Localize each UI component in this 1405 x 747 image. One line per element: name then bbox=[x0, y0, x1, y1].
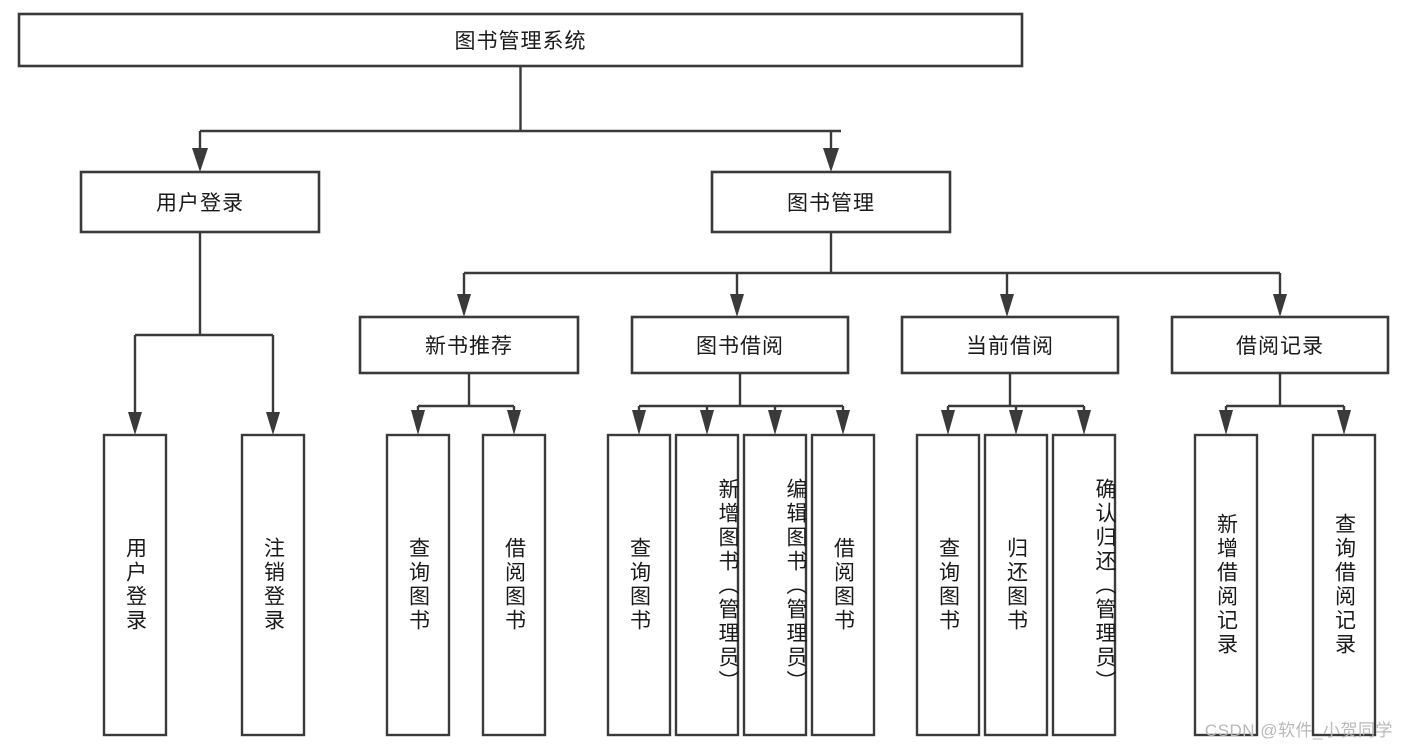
node-box-leaf-borrow-book-1[interactable] bbox=[481, 433, 547, 737]
node-box-leaf-user-login[interactable] bbox=[102, 433, 168, 737]
node-box-leaf-confirm-return[interactable] bbox=[1051, 433, 1117, 737]
arrow-head-leaf-user-logout bbox=[266, 412, 280, 435]
node-box-leaf-return-book[interactable] bbox=[983, 433, 1049, 737]
node-box-user-login[interactable] bbox=[79, 170, 321, 234]
arrow-head-leaf-confirm-return bbox=[1077, 410, 1091, 435]
node-box-leaf-add-record[interactable] bbox=[1193, 433, 1259, 737]
node-box-leaf-borrow-book-2[interactable] bbox=[810, 433, 876, 737]
arrow-head-book-borrow bbox=[730, 294, 744, 317]
connector-group-new-book-recommend bbox=[411, 373, 521, 435]
arrow-head-leaf-add-record bbox=[1219, 410, 1233, 435]
arrow-head-borrow-record bbox=[1273, 294, 1287, 317]
node-box-borrow-record[interactable] bbox=[1170, 315, 1390, 375]
connector-group-root bbox=[192, 66, 841, 172]
connector-group-book-manage bbox=[457, 232, 1287, 317]
node-box-current-borrow[interactable] bbox=[900, 315, 1120, 375]
arrow-head-leaf-borrow-book-2 bbox=[836, 410, 850, 435]
node-box-leaf-query-record[interactable] bbox=[1311, 433, 1377, 737]
arrow-head-new-book-recommend bbox=[457, 294, 471, 317]
arrow-head-leaf-return-book bbox=[1009, 410, 1023, 435]
arrow-head-leaf-query-book-2 bbox=[632, 410, 646, 435]
arrow-head-book-manage bbox=[823, 148, 839, 172]
connector-group-borrow-record bbox=[1219, 373, 1351, 435]
arrow-head-leaf-user-login bbox=[128, 412, 142, 435]
arrow-head-leaf-edit-book bbox=[768, 410, 782, 435]
node-box-leaf-query-book-3[interactable] bbox=[915, 433, 981, 737]
node-box-leaf-edit-book[interactable] bbox=[742, 433, 808, 737]
node-box-leaf-query-book-1[interactable] bbox=[385, 433, 451, 737]
arrow-head-leaf-query-book-1 bbox=[411, 410, 425, 435]
node-box-new-book-recommend[interactable] bbox=[358, 315, 580, 375]
arrow-head-leaf-query-book-3 bbox=[941, 410, 955, 435]
node-box-leaf-add-book[interactable] bbox=[674, 433, 740, 737]
connector-group-user-login bbox=[128, 232, 280, 435]
connector-group-book-borrow bbox=[632, 373, 850, 435]
connector-group-current-borrow bbox=[941, 373, 1091, 435]
arrow-head-leaf-query-record bbox=[1337, 410, 1351, 435]
node-box-root[interactable] bbox=[17, 12, 1024, 68]
node-box-book-borrow[interactable] bbox=[630, 315, 850, 375]
node-box-leaf-query-book-2[interactable] bbox=[606, 433, 672, 737]
arrow-head-user-login bbox=[192, 148, 208, 172]
arrow-head-leaf-add-book bbox=[700, 410, 714, 435]
arrow-head-leaf-borrow-book-1 bbox=[507, 410, 521, 435]
arrow-head-current-borrow bbox=[1000, 294, 1014, 317]
node-box-leaf-user-logout[interactable] bbox=[240, 433, 306, 737]
node-box-book-manage[interactable] bbox=[710, 170, 952, 234]
